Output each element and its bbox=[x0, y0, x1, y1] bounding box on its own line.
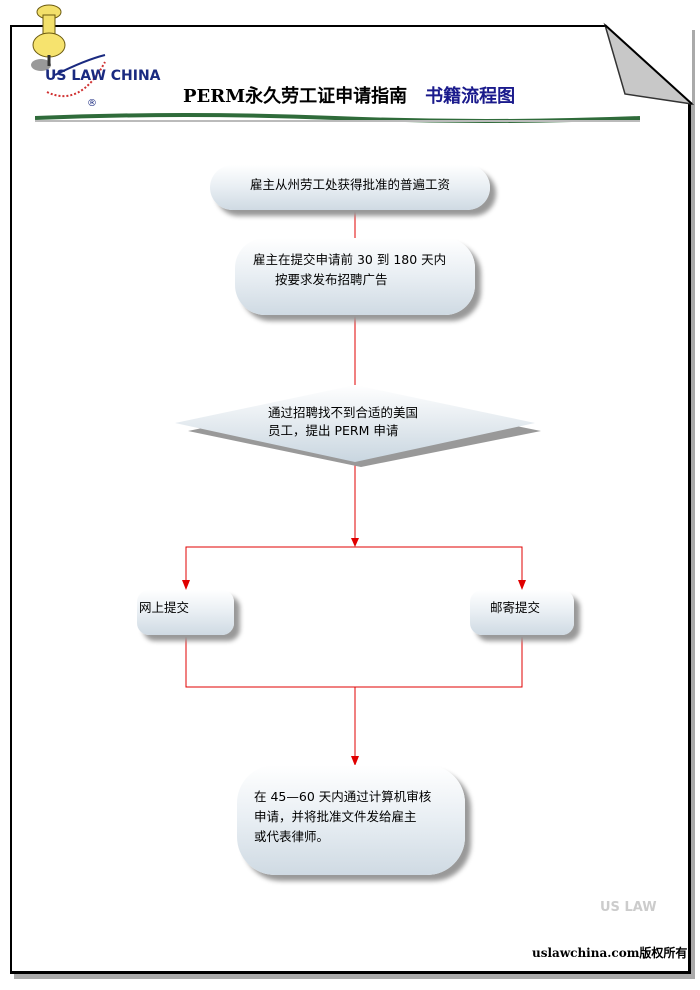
decision-diamond bbox=[175, 385, 535, 462]
page-title: PERM永久劳工证申请指南书籍流程图 bbox=[183, 82, 515, 108]
mail-submission: 邮寄提交 bbox=[470, 590, 574, 635]
title-main: PERM永久劳工证申请指南 bbox=[183, 86, 408, 107]
final-line3: 或代表律师。 bbox=[254, 829, 330, 844]
step2-line1: 雇主在提交申请前 30 到 180 天内 bbox=[253, 252, 447, 267]
online-text: 网上提交 bbox=[139, 600, 190, 615]
svg-text:®: ® bbox=[87, 98, 97, 109]
pushpin-logo-icon: ® bbox=[31, 4, 106, 109]
final-line2: 申请，并将批准文件发给雇主 bbox=[254, 809, 417, 824]
decision-text: 通过招聘找不到合适的美国 员工，提出 PERM 申请 bbox=[268, 404, 418, 440]
online-submission: 网上提交 bbox=[137, 590, 234, 635]
final-line1: 在 45—60 天内通过计算机审核 bbox=[254, 789, 432, 804]
folded-corner-icon bbox=[603, 22, 695, 106]
step-prevailing-wage: 雇主从州劳工处获得批准的普遍工资 bbox=[210, 165, 490, 210]
logo-text: US LAW CHINA bbox=[45, 68, 161, 84]
copyright-footer: uslawchina.com版权所有 bbox=[532, 946, 688, 960]
title-sub: 书籍流程图 bbox=[425, 86, 516, 107]
step1-text: 雇主从州劳工处获得批准的普遍工资 bbox=[249, 177, 450, 192]
decorative-divider bbox=[35, 113, 640, 123]
watermark-logo: US LAW bbox=[600, 900, 657, 915]
step2-line2: 按要求发布招聘广告 bbox=[275, 272, 388, 287]
mail-text: 邮寄提交 bbox=[490, 600, 541, 615]
step-review: 在 45—60 天内通过计算机审核 申请，并将批准文件发给雇主 或代表律师。 bbox=[237, 765, 465, 875]
decision-line1: 通过招聘找不到合适的美国 bbox=[268, 405, 419, 420]
step-recruitment: 雇主在提交申请前 30 到 180 天内 按要求发布招聘广告 bbox=[235, 238, 475, 315]
decision-line2: 员工，提出 PERM 申请 bbox=[268, 423, 399, 438]
